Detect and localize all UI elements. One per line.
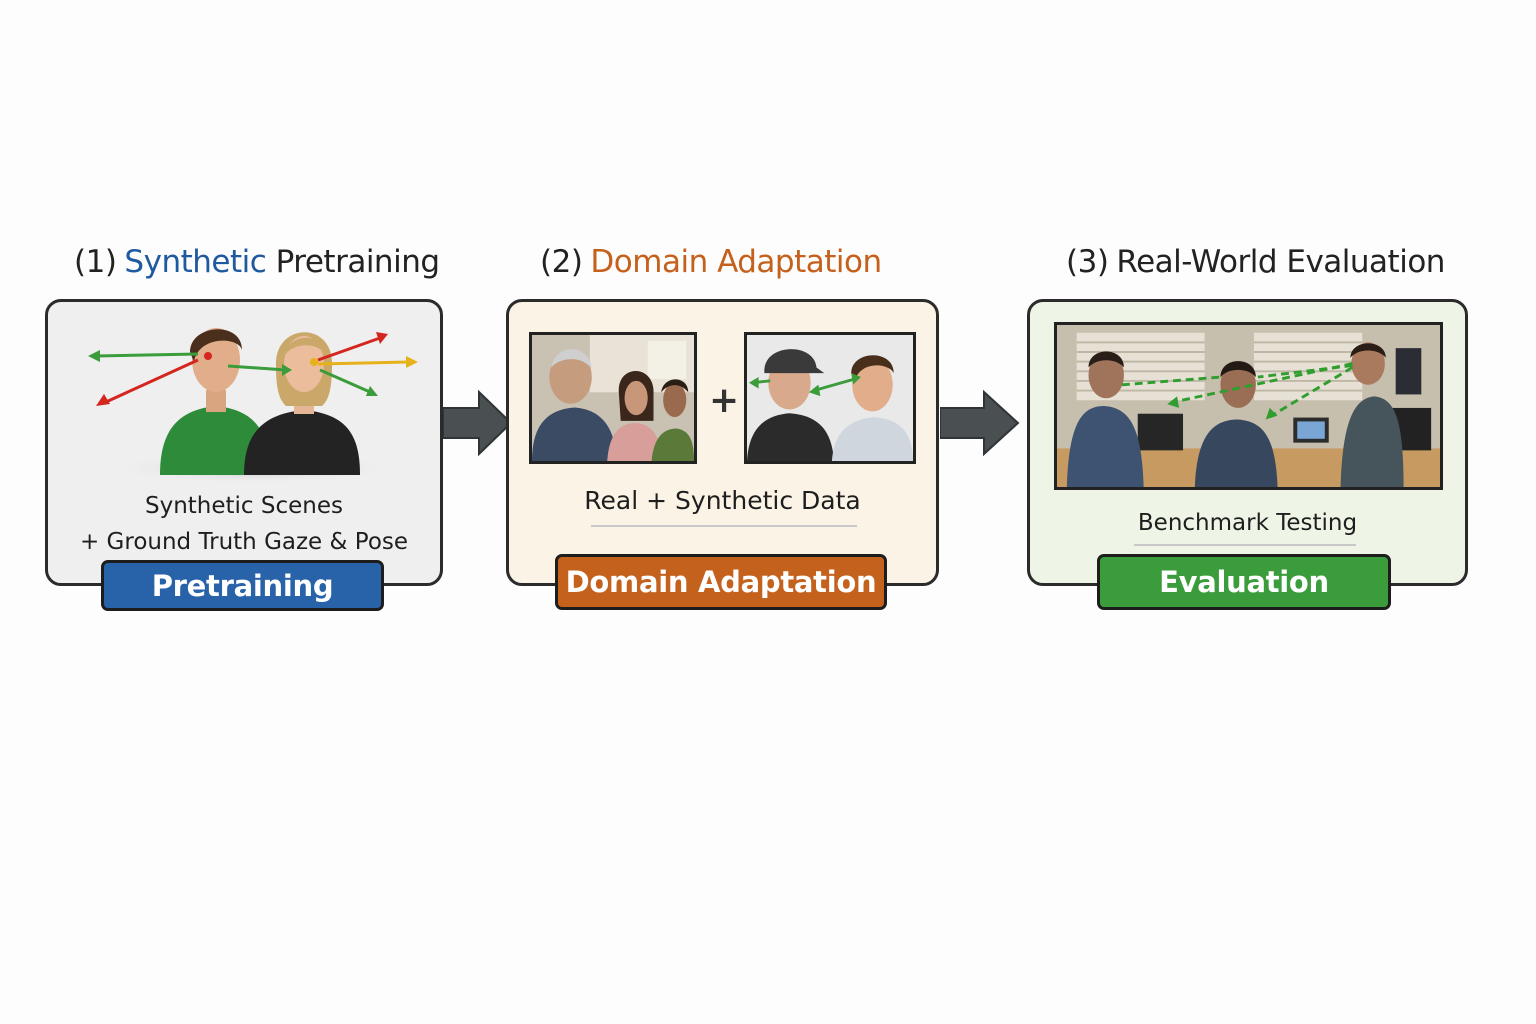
office-scene-photo	[1054, 322, 1443, 490]
domain-adaptation-tag: Domain Adaptation	[555, 554, 887, 610]
synthetic-scenes-caption: Synthetic Scenes + Ground Truth Gaze & P…	[79, 493, 409, 555]
real-world-evaluation-panel: Benchmark Testing	[1027, 299, 1468, 586]
pretraining-tag: Pretraining	[101, 560, 384, 611]
synthetic-pretraining-panel: Synthetic Scenes + Ground Truth Gaze & P…	[45, 299, 443, 586]
plus-sign: +	[709, 380, 740, 421]
real-synthetic-caption: Real + Synthetic Data	[584, 486, 861, 515]
stage-1-title: (1)Synthetic Pretraining	[74, 244, 440, 280]
caption-divider	[591, 525, 857, 527]
real-crowd-photo	[529, 332, 697, 464]
evaluation-tag: Evaluation	[1097, 554, 1391, 610]
right-arrow-icon	[940, 390, 1020, 456]
benchmark-testing-caption: Benchmark Testing	[1137, 510, 1358, 536]
synthetic-avatars-illustration	[88, 328, 418, 484]
domain-adaptation-panel: + Real + Synthetic Data	[506, 299, 939, 586]
stage-3-title: (3)Real-World Evaluation	[1066, 244, 1445, 280]
synthetic-faces-photo	[744, 332, 916, 464]
caption-divider	[1134, 544, 1356, 546]
right-arrow-icon	[443, 390, 513, 456]
stage-2-title: (2)Domain Adaptation	[540, 244, 882, 280]
